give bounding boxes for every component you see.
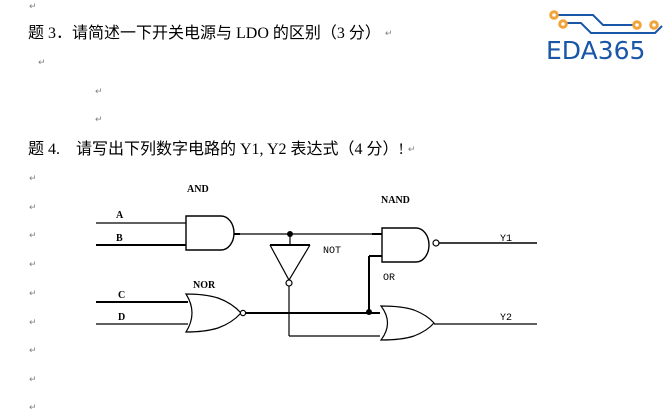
nand-label: NAND	[381, 195, 410, 206]
nor-bubble	[239, 309, 247, 317]
nor-label: NOR	[193, 280, 216, 291]
not-bubble	[285, 279, 293, 287]
paragraph-mark: ↵	[95, 115, 103, 125]
trace-node-icons	[549, 10, 659, 30]
junction-dot	[366, 309, 372, 315]
output-y2-label: Y2	[500, 313, 512, 324]
paragraph-mark: ↵	[29, 174, 37, 184]
eda365-logo	[549, 10, 663, 34]
paragraph-mark: ↵	[29, 203, 37, 213]
nand-bubble	[432, 239, 440, 247]
paragraph-mark: ↵	[29, 403, 37, 413]
and-gate	[185, 215, 235, 251]
junction-dot	[287, 231, 293, 237]
paragraph-mark: ↵	[407, 145, 416, 156]
question-4-heading: 题 4. 请写出下列数字电路的 Y1, Y2 表达式（4 分）!↵	[28, 140, 415, 160]
paragraph-mark: ↵	[29, 318, 37, 328]
not-label: NOT	[323, 246, 341, 257]
question-3-heading: 题 3．请简述一下开关电源与 LDO 的区别（3 分）↵	[28, 24, 392, 44]
or-gate	[379, 305, 435, 341]
paragraph-mark: ↵	[29, 231, 37, 241]
input-c-label: C	[118, 290, 125, 301]
question-3-text: 题 3．请简述一下开关电源与 LDO 的区别（3 分）	[28, 25, 381, 42]
paragraph-mark: ↵	[29, 260, 37, 270]
logo-text: EDA365	[546, 36, 646, 65]
and-label: AND	[187, 184, 209, 195]
output-y1-label: Y1	[500, 234, 512, 245]
paragraph-mark: ↵	[29, 375, 37, 385]
nand-gate	[381, 227, 430, 263]
input-d-label: D	[118, 312, 125, 323]
input-b-label: B	[116, 233, 123, 244]
paragraph-mark: ↵	[29, 289, 37, 299]
paragraph-mark: ↵	[38, 58, 46, 68]
nor-gate	[184, 293, 242, 333]
paragraph-mark: ↵	[95, 87, 103, 97]
paragraph-mark: ↵	[29, 2, 37, 12]
paragraph-mark: ↵	[29, 346, 37, 356]
input-a-label: A	[116, 210, 124, 221]
question-4-text: 题 4. 请写出下列数字电路的 Y1, Y2 表达式（4 分）!	[28, 141, 404, 158]
paragraph-mark: ↵	[384, 29, 393, 40]
or-label: OR	[383, 273, 395, 284]
circuit-trace-icon	[555, 14, 663, 34]
not-gate	[269, 244, 311, 282]
